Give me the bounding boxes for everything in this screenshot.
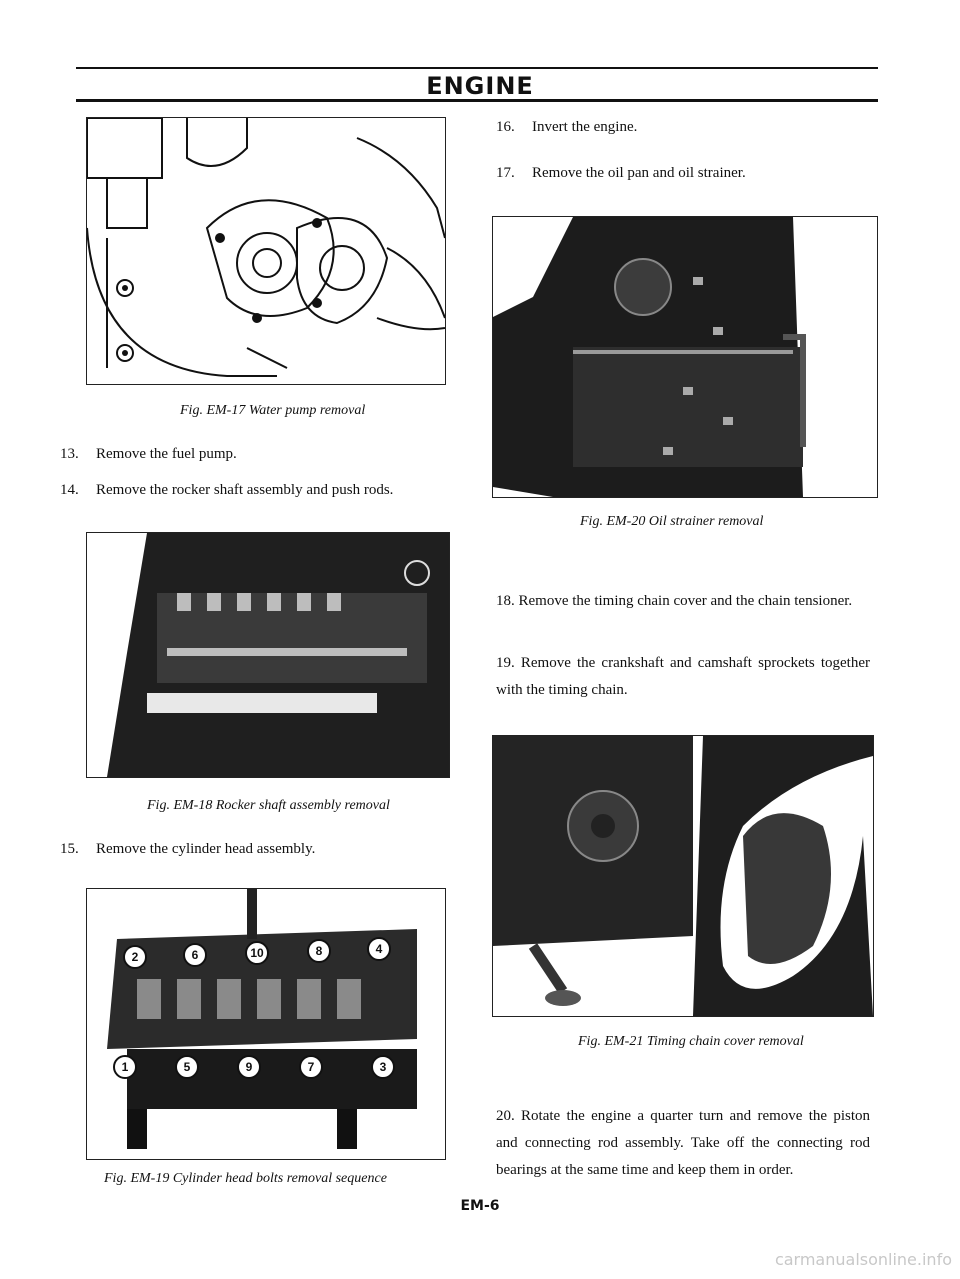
figure-em19-cylinder-head-bolts: 2 6 10 8 4 1 5 9 7 3 <box>86 888 446 1160</box>
step-18: 18. Remove the timing chain cover and th… <box>496 593 853 609</box>
step-14-text: Remove the rocker shaft assembly and pus… <box>96 482 394 498</box>
caption-em21: Fig. EM-21 Timing chain cover removal <box>578 1034 804 1049</box>
page-number: EM-6 <box>460 1198 500 1214</box>
step-17-number: 17. <box>496 165 515 181</box>
bolt-label-8: 8 <box>316 944 323 958</box>
step-19: 19. Remove the crankshaft and camshaft s… <box>496 655 870 698</box>
bolt-label-4: 4 <box>376 942 383 956</box>
water-pump-illustration <box>87 118 445 377</box>
bolt-label-7: 7 <box>308 1060 315 1074</box>
caption-em17: Fig. EM-17 Water pump removal <box>180 403 366 418</box>
bolt-label-5: 5 <box>184 1060 191 1074</box>
bolt-label-6: 6 <box>192 948 199 962</box>
caption-em19: Fig. EM-19 Cylinder head bolts removal s… <box>104 1171 387 1186</box>
bolt-markers <box>113 937 395 1079</box>
bolt-label-10: 10 <box>250 946 264 960</box>
oil-strainer-photo <box>493 217 806 497</box>
step-14: 14. Remove the rocker shaft assembly and … <box>60 477 393 504</box>
step-13-text: Remove the fuel pump. <box>96 446 237 462</box>
step-16: 16. Invert the engine. <box>496 114 637 141</box>
step-17: 17. Remove the oil pan and oil strainer. <box>496 160 746 187</box>
figure-em21-timing-chain-cover <box>492 735 874 1017</box>
step-17-text: Remove the oil pan and oil strainer. <box>532 165 746 181</box>
header-rule-bottom <box>76 99 878 102</box>
header-rule-top <box>76 67 878 69</box>
page-header-title: ENGINE <box>426 72 534 100</box>
step-16-text: Invert the engine. <box>532 119 638 135</box>
watermark: carmanualsonline.info <box>774 1250 952 1269</box>
step-20: 20. Rotate the engine a quarter turn and… <box>496 1108 870 1178</box>
rocker-shaft-photo <box>87 533 449 777</box>
caption-em18: Fig. EM-18 Rocker shaft assembly removal <box>147 798 390 813</box>
figure-em18-rocker-shaft <box>86 532 450 778</box>
figure-em20-oil-strainer <box>492 216 878 498</box>
timing-chain-photo <box>493 736 873 1016</box>
step-15: 15. Remove the cylinder head assembly. <box>60 836 315 863</box>
bolt-label-3: 3 <box>380 1060 387 1074</box>
figure-em17-water-pump <box>86 117 446 385</box>
step-15-text: Remove the cylinder head assembly. <box>96 841 316 857</box>
step-13-number: 13. <box>60 446 79 462</box>
caption-em20: Fig. EM-20 Oil strainer removal <box>580 514 764 529</box>
step-15-number: 15. <box>60 841 79 857</box>
step-13: 13. Remove the fuel pump. <box>60 441 237 468</box>
step-16-number: 16. <box>496 119 515 135</box>
step-14-number: 14. <box>60 482 79 498</box>
bolt-label-2: 2 <box>132 950 139 964</box>
bolt-label-1: 1 <box>122 1060 129 1074</box>
cylinder-head-photo: 2 6 10 8 4 1 5 9 7 3 <box>107 889 417 1149</box>
bolt-label-9: 9 <box>246 1060 253 1074</box>
